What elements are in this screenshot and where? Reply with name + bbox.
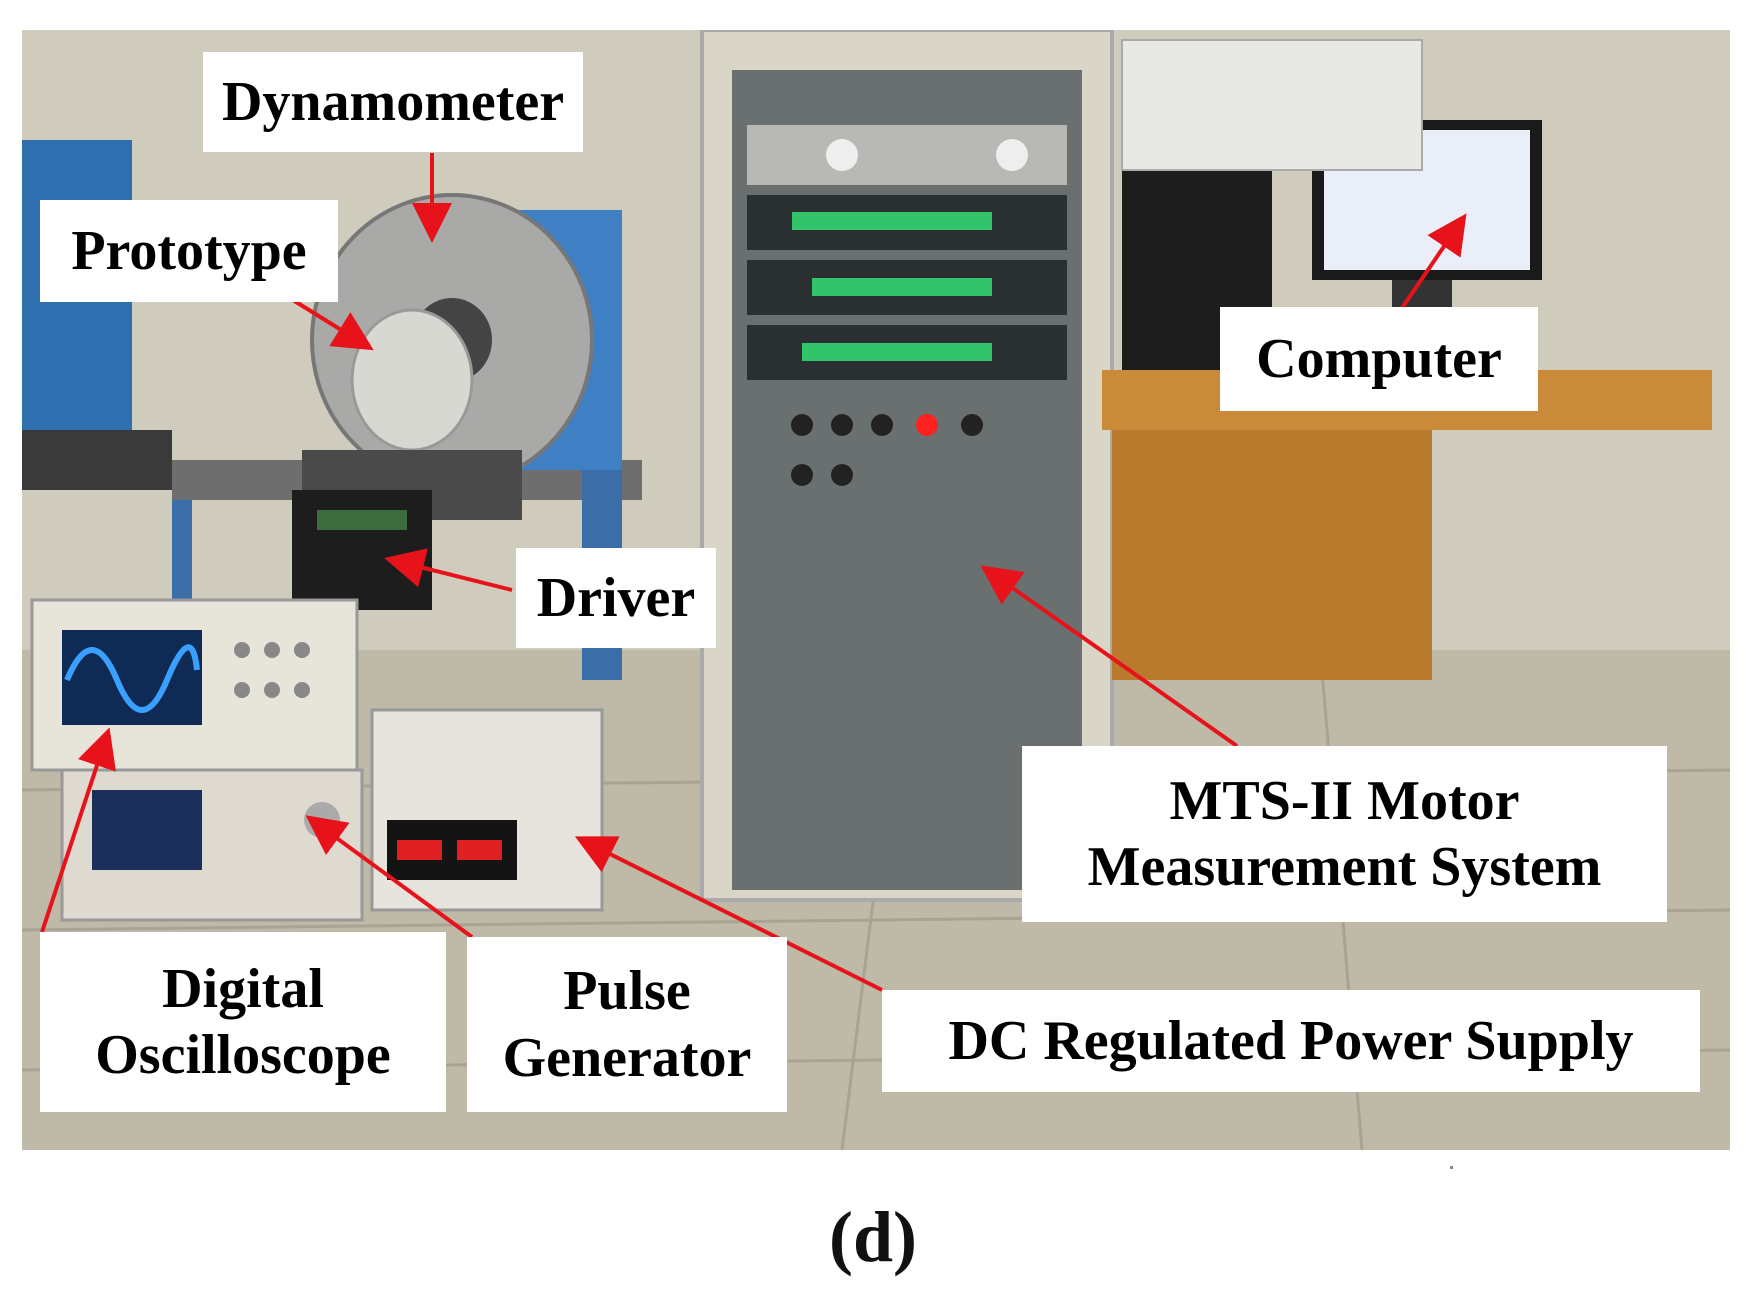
arrow-computer xyxy=(1400,213,1467,310)
lab-photo: Dynamometer Prototype Driver Computer MT… xyxy=(22,30,1730,1150)
arrow-power-supply xyxy=(574,836,883,992)
label-pulse-generator: Pulse Generator xyxy=(467,937,787,1112)
label-driver: Driver xyxy=(516,548,716,648)
label-driver-text: Driver xyxy=(536,566,696,629)
label-prototype-text: Prototype xyxy=(71,219,307,282)
oscilloscope-waveform xyxy=(64,644,200,713)
arrow-oscilloscope xyxy=(40,727,116,933)
label-dc-power-supply: DC Regulated Power Supply xyxy=(882,990,1700,1092)
label-dynamometer: Dynamometer xyxy=(203,52,583,152)
label-mts-system: MTS-II Motor Measurement System xyxy=(1022,746,1667,922)
label-prototype: Prototype xyxy=(40,200,338,302)
arrow-driver xyxy=(384,548,513,592)
label-dynamometer-text: Dynamometer xyxy=(221,70,565,133)
figure-caption: (d) xyxy=(829,1197,917,1277)
label-mts-line1: MTS-II Motor xyxy=(1169,769,1520,832)
arrow-pulse-generator xyxy=(305,815,474,939)
label-pulse-line2: Generator xyxy=(502,1026,752,1089)
scan-speck xyxy=(1450,1166,1453,1169)
label-power-supply-text: DC Regulated Power Supply xyxy=(948,1009,1634,1072)
label-computer-text: Computer xyxy=(1256,327,1502,390)
label-pulse-line1: Pulse xyxy=(563,960,691,1023)
label-computer: Computer xyxy=(1220,307,1538,411)
label-digital-oscilloscope: Digital Oscilloscope xyxy=(40,932,446,1112)
blue-cabinet xyxy=(22,140,132,470)
mts-indicator-light xyxy=(916,414,938,436)
label-oscilloscope-line1: Digital xyxy=(162,957,324,1020)
label-mts-line2: Measurement System xyxy=(1087,836,1602,898)
arrow-mts xyxy=(980,565,1239,748)
label-oscilloscope-line2: Oscilloscope xyxy=(95,1024,391,1086)
